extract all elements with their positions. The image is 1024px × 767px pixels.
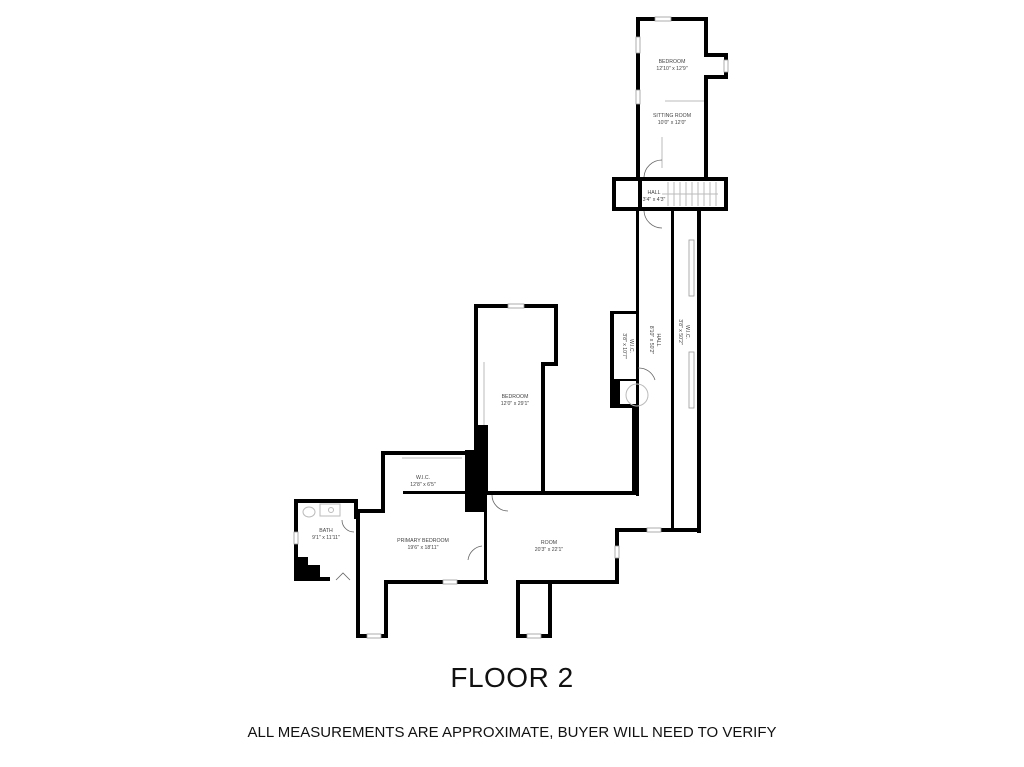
svg-text:9'1" x 11'11": 9'1" x 11'11"	[312, 535, 340, 541]
svg-text:20'3" x 22'1": 20'3" x 22'1"	[535, 547, 564, 553]
svg-text:8'10" x 50'2": 8'10" x 50'2"	[648, 326, 654, 355]
room-label-bath: BATH 9'1" x 11'11"	[312, 528, 340, 541]
room-label-bedroom-mid: BEDROOM 12'0" x 29'1"	[501, 394, 530, 407]
svg-text:3'8" x 50'2": 3'8" x 50'2"	[677, 319, 683, 345]
long-hall-walls	[636, 211, 701, 533]
room-label-hall-long: HALL 8'10" x 50'2"	[648, 326, 661, 355]
svg-text:W.I.C.: W.I.C.	[416, 475, 430, 481]
room-walls	[484, 491, 701, 639]
room-label-bedroom-top: BEDROOM 12'10" x 12'9"	[656, 59, 687, 72]
svg-text:HALL: HALL	[655, 334, 661, 347]
wic-small-walls	[610, 311, 656, 492]
svg-text:W.I.C.: W.I.C.	[628, 339, 634, 353]
svg-text:12'8" x 6'5": 12'8" x 6'5"	[410, 482, 436, 488]
svg-text:BATH: BATH	[319, 528, 333, 534]
svg-text:3'8" x 10'7": 3'8" x 10'7"	[621, 333, 627, 359]
svg-text:ROOM: ROOM	[541, 540, 557, 546]
svg-text:19'6" x 18'11": 19'6" x 18'11"	[408, 545, 439, 551]
svg-text:10'0" x 12'0": 10'0" x 12'0"	[658, 120, 687, 126]
room-label-sitting-room: SITTING ROOM 10'0" x 12'0"	[653, 113, 691, 126]
svg-text:HALL: HALL	[648, 190, 661, 196]
bedroom-mid-walls	[465, 303, 558, 512]
measurement-disclaimer: ALL MEASUREMENTS ARE APPROXIMATE, BUYER …	[247, 724, 777, 741]
svg-text:PRIMARY BEDROOM: PRIMARY BEDROOM	[397, 538, 449, 544]
room-label-wic-long: W.I.C. 3'8" x 50'2"	[677, 319, 690, 345]
svg-text:12'10" x 12'9": 12'10" x 12'9"	[656, 66, 687, 72]
svg-text:BEDROOM: BEDROOM	[659, 59, 686, 65]
room-label-wic-small: W.I.C. 3'8" x 10'7"	[621, 333, 634, 359]
floor-title: FLOOR 2	[450, 662, 574, 693]
svg-text:W.I.C.: W.I.C.	[684, 325, 690, 339]
bedroom-top-walls	[635, 16, 729, 180]
primary-suite-walls	[356, 451, 488, 639]
svg-text:12'0" x 29'1": 12'0" x 29'1"	[501, 401, 530, 407]
svg-text:BEDROOM: BEDROOM	[502, 394, 529, 400]
room-label-hall-small: HALL 3'4" x 4'3"	[643, 190, 666, 203]
bath-walls	[293, 499, 358, 581]
room-label-primary-bedroom: PRIMARY BEDROOM 19'6" x 18'11"	[397, 538, 449, 551]
svg-text:3'4" x 4'3": 3'4" x 4'3"	[643, 197, 666, 203]
room-label-wic-primary: W.I.C. 12'8" x 6'5"	[410, 475, 436, 488]
staircase	[662, 182, 718, 206]
hall-small-walls	[612, 159, 728, 229]
svg-text:SITTING ROOM: SITTING ROOM	[653, 113, 691, 119]
room-label-room: ROOM 20'3" x 22'1"	[535, 540, 564, 553]
